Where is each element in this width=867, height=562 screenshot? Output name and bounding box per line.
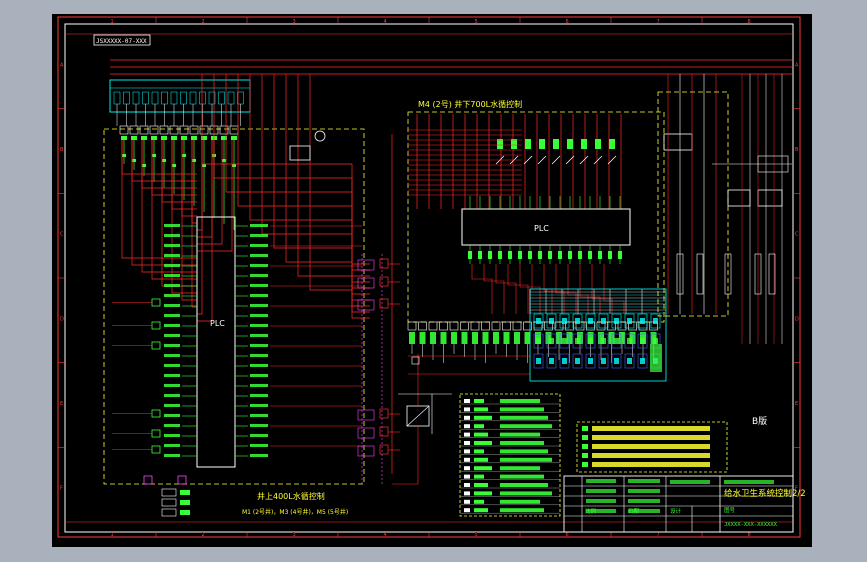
section-label-bottom-left: 井上400L水循控制	[257, 491, 325, 501]
border-row-label-right: F	[795, 486, 798, 492]
border-col-label-top: 8	[748, 19, 751, 25]
right-cabinet-dashed	[657, 91, 729, 317]
border-col-label-bottom: 1	[111, 532, 114, 538]
border-col-label-top: 6	[566, 19, 569, 25]
border-col-label-top: 3	[293, 19, 296, 25]
border-col-label-bottom: 3	[293, 532, 296, 538]
border-row-label-right: B	[795, 147, 799, 153]
border-col-label-top: 5	[475, 19, 478, 25]
right-version-label: B版	[752, 415, 767, 427]
title-block: 给水卫生系统控制2/2 设计 图号 比例 日期 JXXXX-XXX-XXXXXX	[563, 475, 806, 533]
border-row-label-left: A	[60, 62, 64, 68]
right-section: B版	[657, 74, 792, 427]
title-block-designer-label: 设计	[670, 507, 682, 515]
section-label-top-center: M4 (2号) 井下700L水循控制	[418, 99, 522, 109]
left-section-400l: PLC 井上400L水循控制 M1 (2号井)，M3 (4号井)，M5 (5号井…	[103, 74, 400, 517]
border-zone-ticks	[58, 17, 800, 537]
title-block-title: 给水卫生系统控制2/2	[724, 488, 806, 499]
title-block-sheet-label: 图号	[724, 506, 736, 514]
border-row-label-right: D	[795, 316, 799, 322]
plc-center-box	[461, 208, 631, 246]
drawing-number-top: JSXXXXX-07-XXX	[96, 38, 147, 45]
border-col-label-bottom: 7	[657, 532, 660, 538]
border-row-label-left: B	[60, 147, 64, 153]
border-row-label-right: C	[795, 232, 799, 238]
border-col-label-top: 7	[657, 19, 660, 25]
border-row-label-left: F	[60, 486, 63, 492]
border-col-label-bottom: 8	[748, 532, 751, 538]
section-label-bottom-left-sub: M1 (2号井)，M3 (4号井)，M5 (5号井)	[242, 508, 348, 516]
left-cabinet-dashed	[103, 128, 365, 485]
terminal-header-box	[109, 79, 251, 113]
border-col-label-top: 2	[202, 19, 205, 25]
border-col-label-bottom: 5	[475, 532, 478, 538]
border-row-label-left: E	[60, 401, 63, 407]
border-col-label-bottom: 6	[566, 532, 569, 538]
border-col-label-bottom: 4	[384, 532, 387, 538]
plc-center-label: PLC	[534, 224, 549, 233]
border-row-label-left: D	[60, 316, 64, 322]
border-row-label-right: E	[795, 401, 798, 407]
border-col-label-top: 1	[111, 19, 114, 25]
legend-table-right	[576, 421, 728, 473]
plc-left-label: PLC	[210, 319, 225, 328]
border-row-label-left: C	[60, 232, 64, 238]
title-block-drawing-no: JXXXX-XXX-XXXXXX	[724, 522, 778, 528]
border-col-label-top: 4	[384, 19, 387, 25]
center-cabinet-dashed	[407, 111, 665, 323]
plc-left-box	[196, 216, 236, 468]
legend-table-left	[459, 393, 561, 517]
border-row-label-right: A	[795, 62, 799, 68]
border-col-label-bottom: 2	[202, 532, 205, 538]
io-module-block	[529, 288, 667, 382]
center-section-700l: M4 (2号) 井下700L水循控制 PLC	[392, 99, 667, 485]
